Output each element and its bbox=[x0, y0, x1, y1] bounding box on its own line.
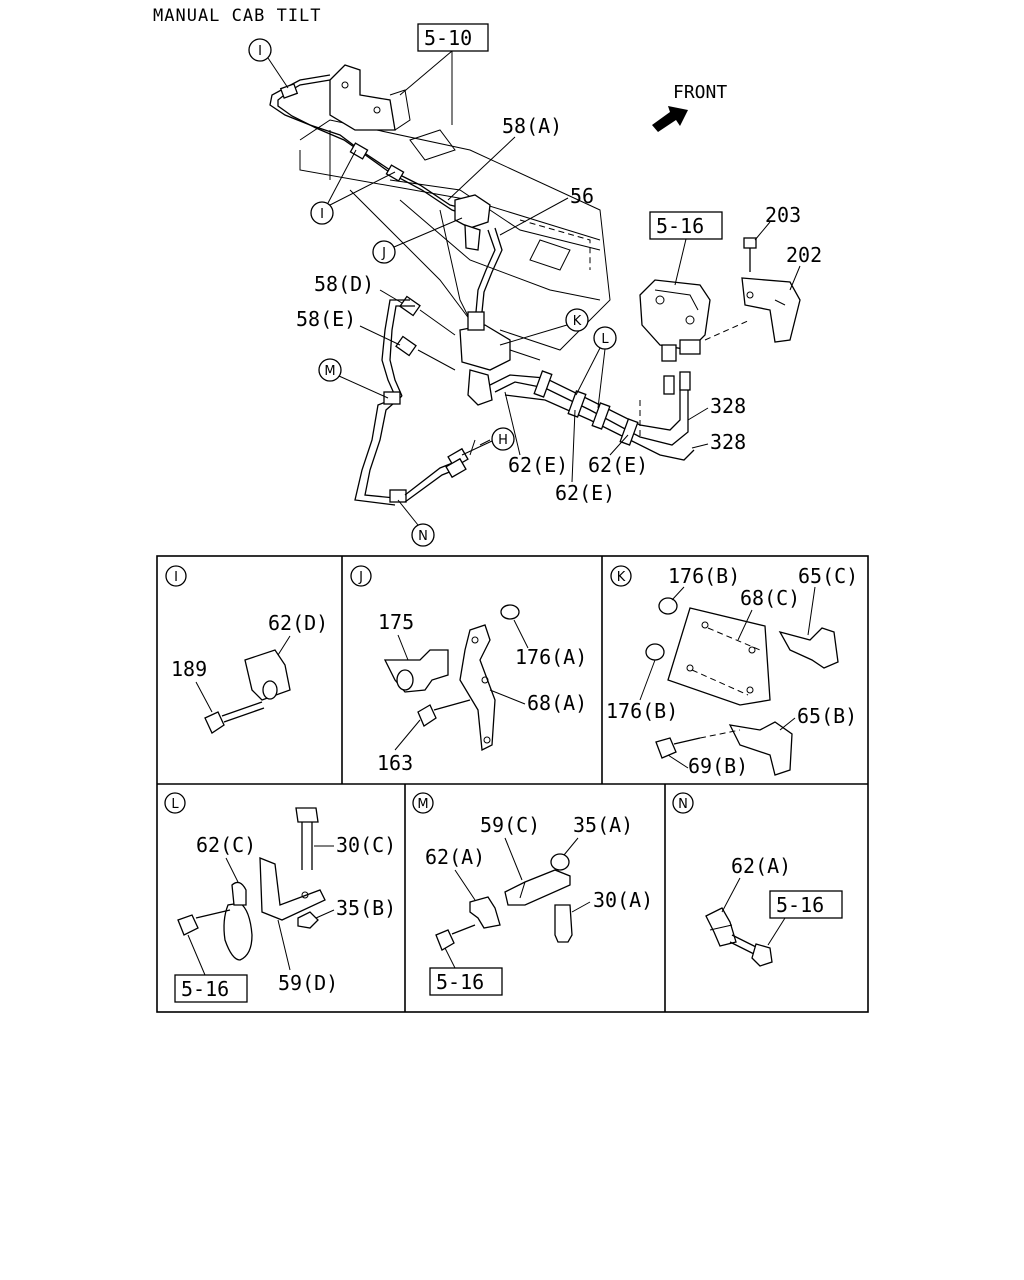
label-30A: 30(A) bbox=[593, 888, 653, 912]
callout-H: H bbox=[461, 427, 515, 456]
label-62E-3: 62(E) bbox=[555, 481, 615, 505]
svg-text:J: J bbox=[358, 570, 363, 585]
detail-N: N 62(A) 5-16 bbox=[672, 792, 843, 967]
ref-box-5-10: 5-10 bbox=[399, 23, 489, 125]
label-328-a: 328 bbox=[710, 394, 746, 418]
label-203: 203 bbox=[765, 203, 801, 227]
label-56: 56 bbox=[570, 184, 594, 208]
label-65B: 65(B) bbox=[797, 704, 857, 728]
svg-text:J: J bbox=[381, 246, 386, 261]
label-65C: 65(C) bbox=[798, 564, 858, 588]
svg-text:5-10: 5-10 bbox=[424, 26, 472, 50]
label-35A: 35(A) bbox=[573, 813, 633, 837]
label-176B-2: 176(B) bbox=[606, 699, 678, 723]
label-62A-N: 62(A) bbox=[731, 854, 791, 878]
label-68C: 68(C) bbox=[740, 586, 800, 610]
callout-N: N bbox=[397, 499, 435, 547]
callout-I-mid: I bbox=[310, 149, 396, 225]
ref-5-16-L: 5-16 bbox=[181, 977, 229, 1001]
left-loop-lines bbox=[354, 391, 491, 506]
svg-text:K: K bbox=[573, 314, 582, 329]
svg-text:I: I bbox=[258, 44, 262, 59]
valve-assembly bbox=[454, 194, 511, 406]
label-62E-2: 62(E) bbox=[588, 453, 648, 477]
detail-K: K 176(B) 68(C) 65(C) 176(B) 65(B) 69(B) bbox=[606, 564, 858, 778]
label-62D: 62(D) bbox=[268, 611, 328, 635]
callout-K: K bbox=[499, 308, 589, 346]
label-176A: 176(A) bbox=[515, 645, 587, 669]
detail-J: J 175 176(A) 68(A) 163 bbox=[350, 565, 587, 775]
label-68A: 68(A) bbox=[527, 691, 587, 715]
label-163: 163 bbox=[377, 751, 413, 775]
label-58E: 58(E) bbox=[296, 307, 356, 331]
label-30C: 30(C) bbox=[336, 833, 396, 857]
svg-text:N: N bbox=[678, 797, 688, 812]
label-59C: 59(C) bbox=[480, 813, 540, 837]
diagram-title: MANUAL CAB TILT bbox=[153, 6, 322, 26]
label-328-b: 328 bbox=[710, 430, 746, 454]
ref-5-16-M: 5-16 bbox=[436, 970, 484, 994]
hydraulic-line-top bbox=[269, 74, 471, 211]
label-58A: 58(A) bbox=[502, 114, 562, 138]
svg-text:H: H bbox=[498, 433, 508, 448]
svg-text:M: M bbox=[324, 364, 335, 379]
svg-text:L: L bbox=[601, 332, 609, 347]
svg-text:5-16: 5-16 bbox=[656, 214, 704, 238]
top-bracket bbox=[329, 64, 411, 131]
lines-58DE bbox=[381, 295, 456, 399]
svg-text:L: L bbox=[171, 797, 179, 812]
label-175: 175 bbox=[378, 610, 414, 634]
svg-text:N: N bbox=[418, 529, 428, 544]
callout-L: L bbox=[575, 326, 617, 409]
pump-unit bbox=[639, 279, 751, 362]
label-59D: 59(D) bbox=[278, 971, 338, 995]
label-202: 202 bbox=[786, 243, 822, 267]
svg-text:I: I bbox=[174, 570, 178, 585]
svg-text:M: M bbox=[417, 797, 428, 812]
label-62E-1: 62(E) bbox=[508, 453, 568, 477]
detail-I: I 62(D) 189 bbox=[165, 565, 328, 734]
callout-I-top: I bbox=[248, 38, 289, 89]
label-69B: 69(B) bbox=[688, 754, 748, 778]
front-label: FRONT bbox=[673, 82, 727, 103]
callout-J: J bbox=[372, 217, 463, 264]
svg-text:K: K bbox=[617, 570, 626, 585]
label-176B-1: 176(B) bbox=[668, 564, 740, 588]
front-arrow: FRONT bbox=[652, 82, 727, 132]
svg-text:I: I bbox=[320, 207, 324, 222]
label-62A-M: 62(A) bbox=[425, 845, 485, 869]
right-lines bbox=[489, 370, 695, 461]
detail-M: M 59(C) 35(A) 62(A) 30(A) 5-16 bbox=[412, 792, 653, 996]
ref-box-5-16: 5-16 bbox=[649, 211, 723, 286]
label-62C: 62(C) bbox=[196, 833, 256, 857]
detail-panels bbox=[156, 555, 869, 1013]
main-assembly: FRONT 5-10 5-16 I I J bbox=[248, 23, 822, 547]
label-58D: 58(D) bbox=[314, 272, 374, 296]
label-35B: 35(B) bbox=[336, 896, 396, 920]
label-189: 189 bbox=[171, 657, 207, 681]
ref-5-16-N: 5-16 bbox=[776, 893, 824, 917]
detail-L: L 62(C) 30(C) 35(B) 59(D) 5-16 bbox=[164, 792, 396, 1003]
callout-M: M bbox=[318, 358, 389, 399]
